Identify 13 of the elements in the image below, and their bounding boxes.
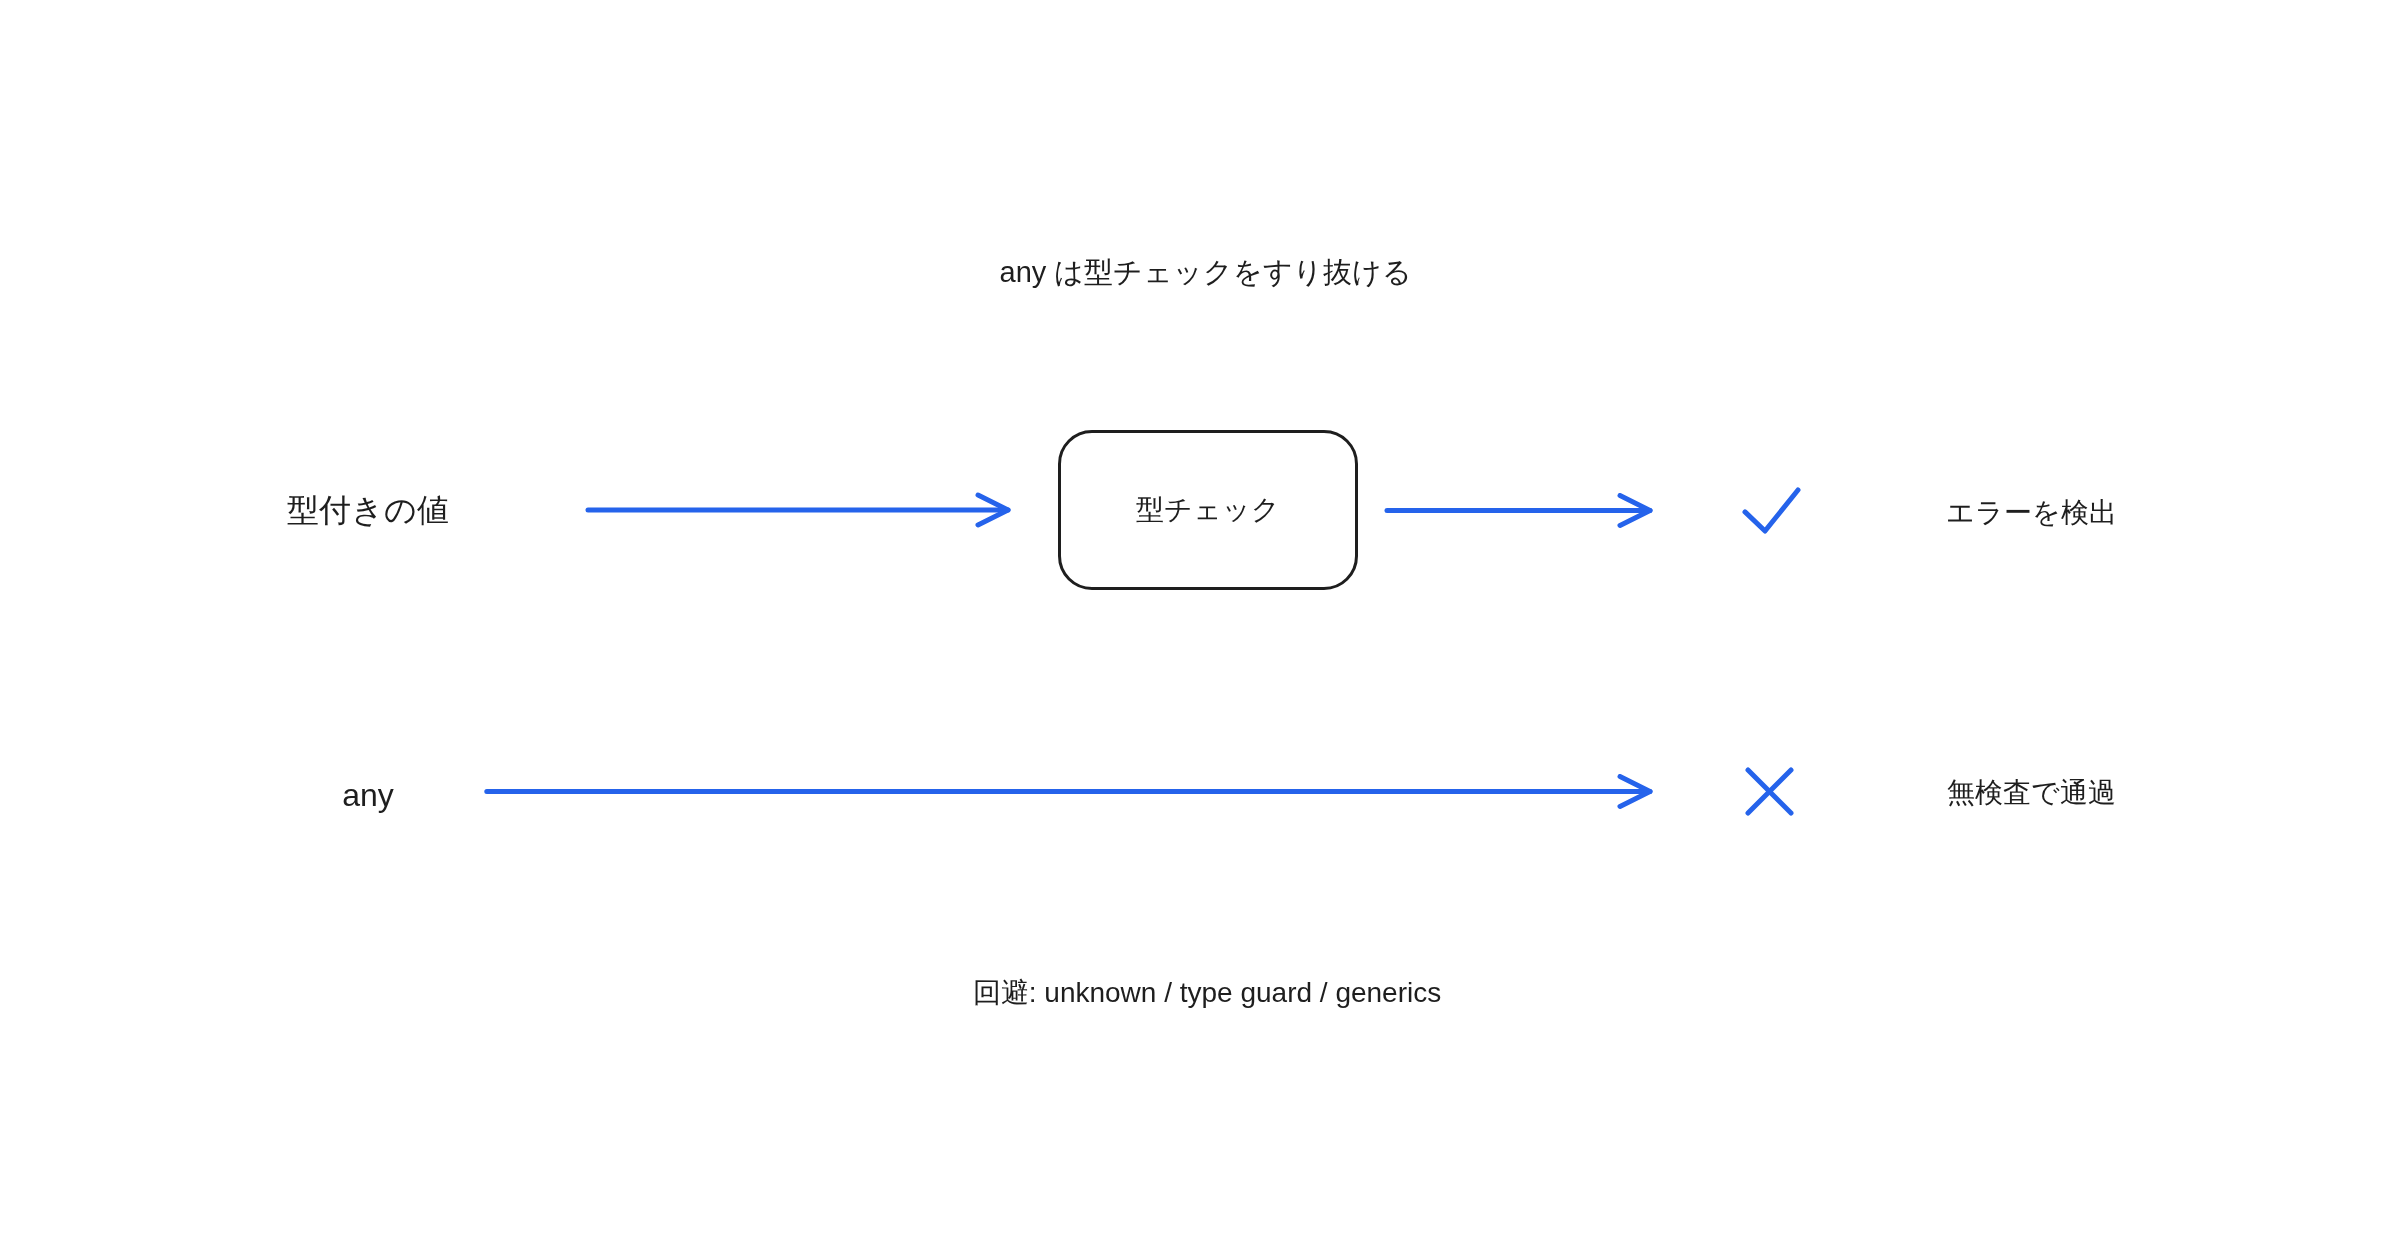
input-label: any: [342, 775, 394, 815]
diagram-caption: 回避: unknown / type guard / generics: [972, 976, 1442, 1010]
arrow: [1384, 493, 1653, 528]
result-label: エラーを検出: [1945, 496, 2117, 530]
cross-icon: [1745, 767, 1794, 816]
process-box: [1058, 430, 1358, 590]
result-label: 無検査で通過: [1946, 776, 2116, 810]
diagram-title: any は型チェックをすり抜ける: [999, 254, 1413, 290]
box-label: 型チェック: [1136, 493, 1280, 527]
input-label: 型付きの値: [287, 490, 449, 530]
arrow: [484, 774, 1653, 809]
check-icon: [1742, 487, 1801, 534]
arrow: [585, 492, 1011, 528]
